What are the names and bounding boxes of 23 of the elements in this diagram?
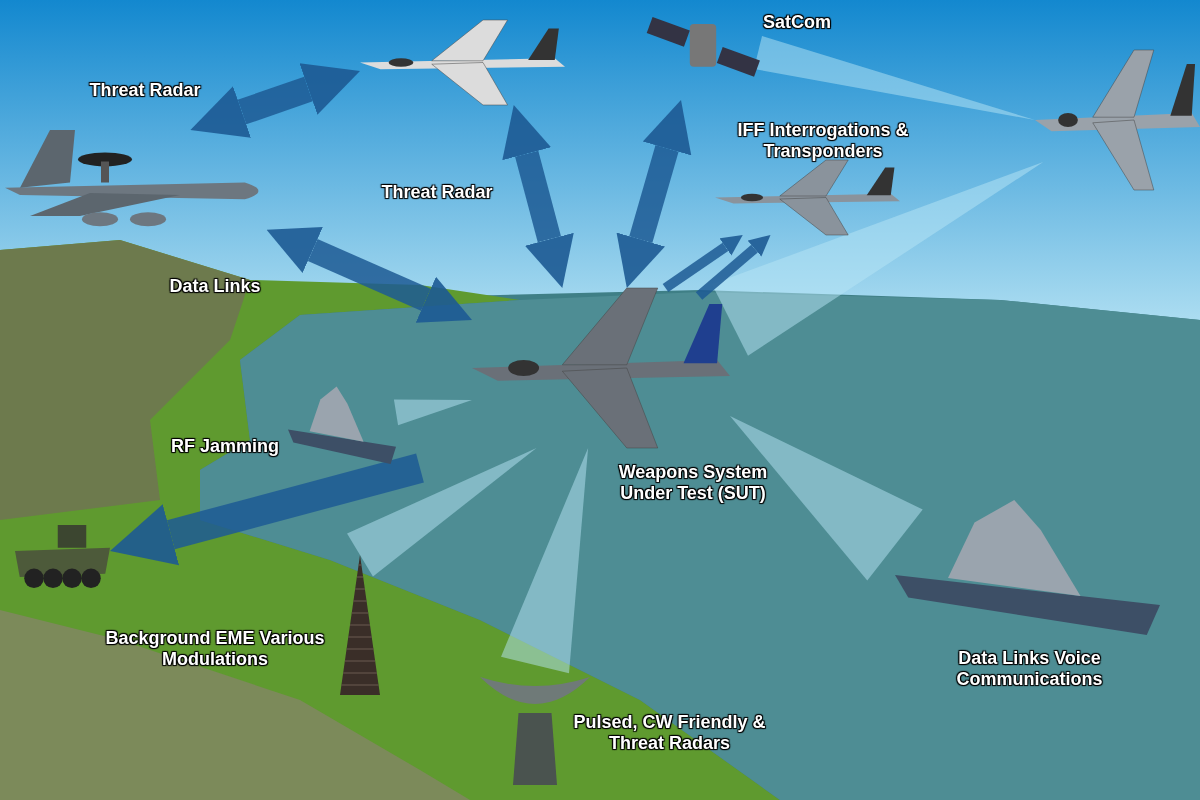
arrow — [616, 100, 692, 288]
signal-beam — [712, 162, 1044, 356]
node-label: Weapons System Under Test (SUT) — [617, 462, 769, 504]
edge-label: Threat Radar — [380, 182, 494, 203]
arrow — [695, 235, 771, 300]
node-label: Pulsed, CW Friendly & Threat Radars — [572, 712, 767, 754]
arrow — [266, 226, 472, 323]
node-label: IFF Interrogations & Transponders — [736, 120, 910, 162]
signal-beam — [393, 399, 472, 426]
signal-beam — [347, 448, 537, 577]
edge-label: Data Links — [168, 276, 262, 297]
arrow — [190, 63, 360, 138]
signal-beam — [754, 36, 1035, 120]
arrow — [110, 453, 424, 566]
edge-label: Threat Radar — [88, 80, 202, 101]
arrow — [502, 105, 574, 288]
signal-beam — [730, 416, 923, 581]
node-label: Data Links Voice Communications — [955, 648, 1104, 690]
edge-label: RF Jamming — [170, 436, 280, 457]
node-label: Background EME Various Modulations — [105, 628, 325, 670]
node-label: SatCom — [762, 12, 832, 33]
arrow — [662, 235, 743, 293]
signal-beam — [501, 448, 589, 674]
